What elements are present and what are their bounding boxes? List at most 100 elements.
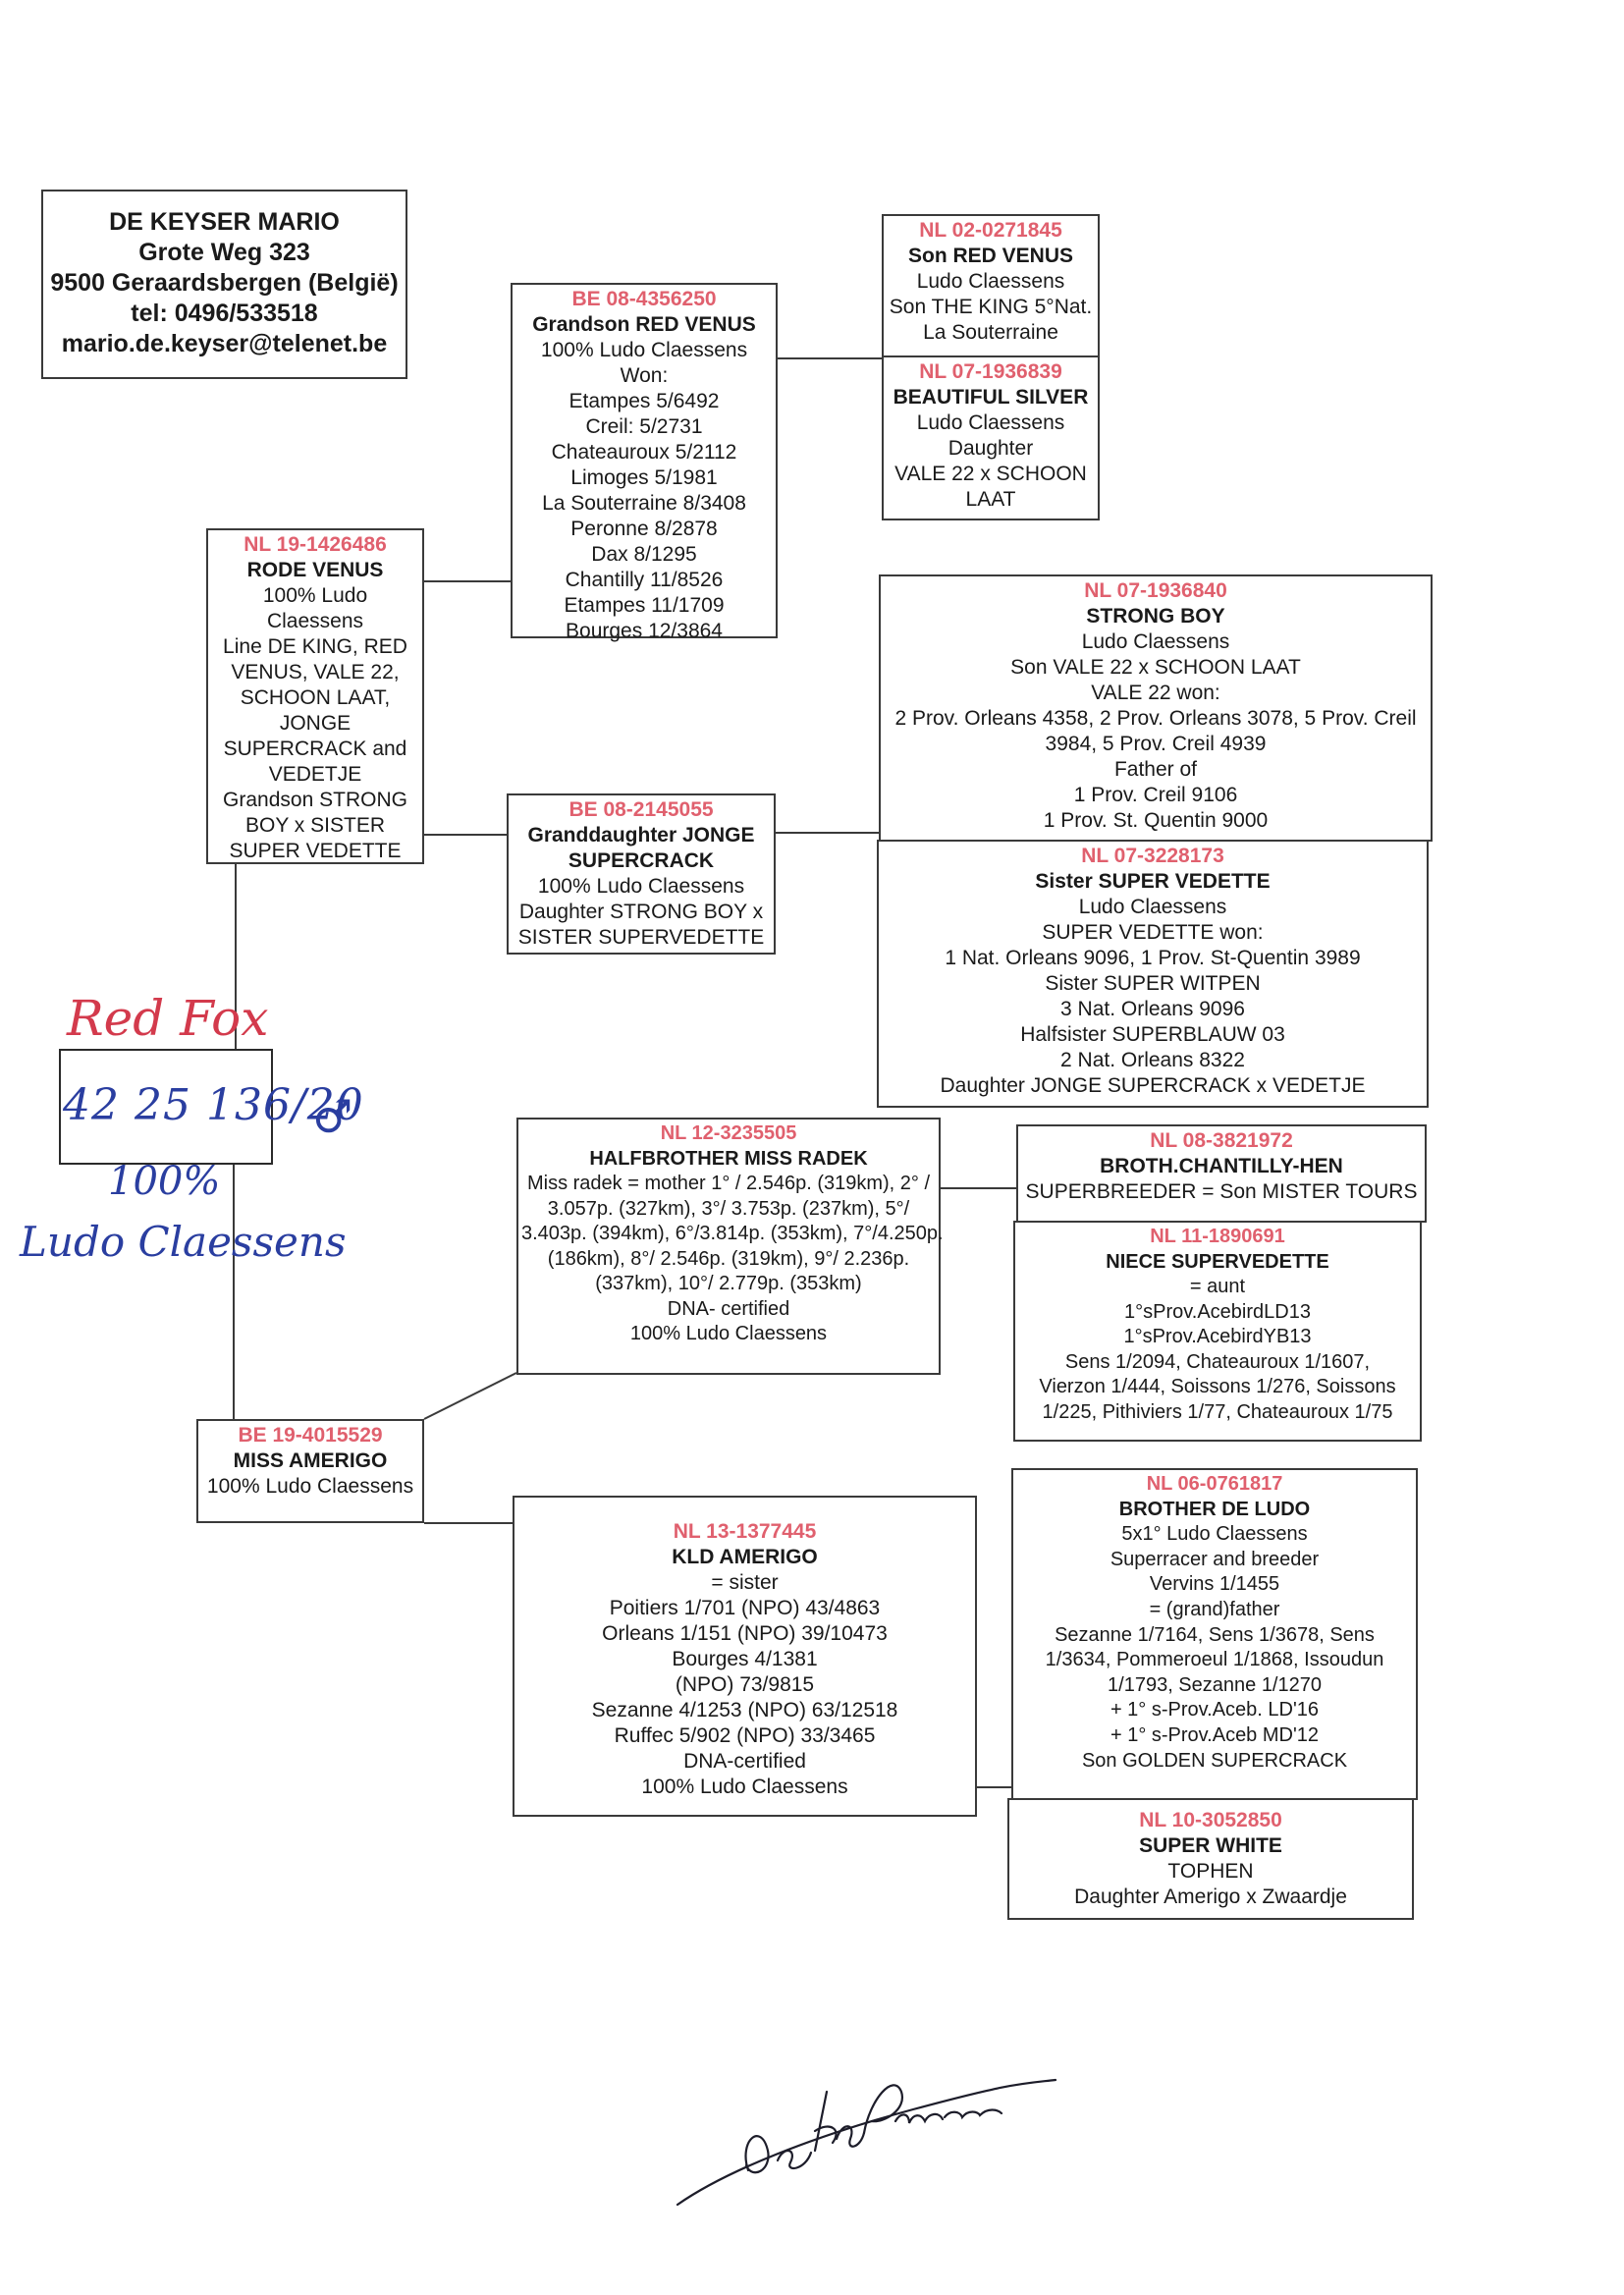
detail-line: Line DE KING, RED [223, 635, 407, 658]
detail-line: Etampes 5/6492 [568, 390, 720, 412]
detail-line: 100% Ludo Claessens [206, 1475, 414, 1498]
pedigree-card-dam-dam-sire: NL 06-0761817 BROTHER DE LUDO 5x1° Ludo … [1011, 1468, 1418, 1800]
ring-number: NL 19-1426486 [244, 533, 387, 556]
bird-name: NIECE SUPERVEDETTE [1106, 1250, 1329, 1273]
detail-line: 1/3634, Pommeroeul 1/1868, Issoudun [1045, 1649, 1384, 1671]
detail-line: SCHOON LAAT, [240, 686, 391, 709]
detail-line: (337km), 10°/ 2.779p. (353km) [595, 1273, 862, 1294]
detail-line: Creil: 5/2731 [585, 415, 703, 438]
detail-line: Won: [620, 364, 669, 387]
detail-line: Son GOLDEN SUPERCRACK [1081, 1749, 1348, 1772]
ring-number: BE 08-4356250 [571, 288, 717, 310]
pedigree-card-sire-dam-sire: NL 07-1936840 STRONG BOY Ludo Claessens … [879, 574, 1433, 842]
handwritten-male-symbol: ♂ [312, 1090, 353, 1143]
ring-number: BE 08-2145055 [568, 798, 714, 821]
detail-line: 100% Ludo Claessens [641, 1776, 848, 1798]
detail-line: SUPERBREEDER = Son MISTER TOURS [1025, 1180, 1418, 1203]
detail-line: Chantilly 11/8526 [565, 569, 724, 591]
pedigree-card-dam-sire-sire: NL 08-3821972 BROTH.CHANTILLY-HEN SUPERB… [1016, 1124, 1427, 1223]
owner-street: Grote Weg 323 [138, 239, 310, 266]
handwritten-signature [676, 2078, 1057, 2207]
detail-line: SUPERCRACK and [223, 738, 407, 760]
detail-line: Son THE KING 5°Nat. [889, 296, 1093, 318]
detail-line: 100% Ludo Claessens [629, 1323, 828, 1344]
pedigree-card-sire-sire-dam: NL 07-1936839 BEAUTIFUL SILVER Ludo Clae… [882, 355, 1100, 520]
bird-name: Granddaughter JONGE SUPERCRACK [527, 824, 755, 872]
ring-number: NL 13-1377445 [673, 1520, 817, 1543]
detail-line: Ludo Claessens [1078, 896, 1227, 918]
owner-phone: tel: 0496/533518 [131, 300, 318, 327]
detail-line: 1°sProv.AcebirdYB13 [1123, 1326, 1312, 1347]
detail-line: Superracer and breeder [1110, 1548, 1320, 1570]
detail-line: Son VALE 22 x SCHOON LAAT [1010, 656, 1301, 679]
detail-line: Claessens [266, 610, 364, 632]
ring-number: NL 06-0761817 [1146, 1473, 1283, 1495]
ring-number: NL 08-3821972 [1150, 1129, 1293, 1152]
detail-line: + 1° s-Prov.Aceb. LD'16 [1110, 1699, 1320, 1721]
detail-line: Vierzon 1/444, Soissons 1/276, Soissons [1039, 1376, 1396, 1397]
bird-name: MISS AMERIGO [233, 1449, 388, 1472]
detail-line: La Souterraine 8/3408 [542, 492, 746, 515]
owner-city: 9500 Geraardsbergen (België) [50, 269, 399, 297]
detail-line: Halfsister SUPERBLAUW 03 [1020, 1023, 1285, 1046]
detail-line: Dax 8/1295 [591, 543, 697, 566]
pedigree-card-dam-sire: NL 12-3235505 HALFBROTHER MISS RADEK Mis… [516, 1118, 944, 1375]
bird-name: KLD AMERIGO [672, 1546, 818, 1568]
ring-number: NL 10-3052850 [1139, 1809, 1282, 1831]
bird-name: RODE VENUS [246, 559, 384, 581]
detail-line: Etampes 11/1709 [564, 594, 725, 617]
detail-line: + 1° s-Prov.Aceb MD'12 [1110, 1723, 1320, 1746]
detail-line: DNA- certified [667, 1297, 790, 1320]
detail-line: DNA-certified [683, 1750, 806, 1773]
owner-name: DE KEYSER MARIO [109, 208, 340, 236]
detail-line: Ruffec 5/902 (NPO) 33/3465 [614, 1724, 876, 1747]
detail-line: Chateauroux 5/2112 [551, 441, 737, 464]
handwritten-percent: 100% [108, 1159, 221, 1204]
detail-line: Sezanne 4/1253 (NPO) 63/12518 [591, 1699, 898, 1721]
ring-number: BE 19-4015529 [238, 1424, 383, 1447]
detail-line: SUPER VEDETTE [229, 840, 402, 862]
detail-line: Peronne 8/2878 [570, 518, 718, 540]
detail-line: 3.403p. (394km), 6°/3.814p. (353km), 7°/… [521, 1223, 944, 1244]
ring-number: NL 11-1890691 [1150, 1226, 1285, 1247]
detail-line: 2 Nat. Orleans 8322 [1060, 1049, 1245, 1071]
detail-line: Ludo Claessens [916, 270, 1065, 293]
detail-line: 1 Nat. Orleans 9096, 1 Prov. St-Quentin … [945, 947, 1361, 969]
pedigree-card-dam-sire-dam: NL 11-1890691 NIECE SUPERVEDETTE = aunt … [1013, 1221, 1422, 1442]
detail-line: Father of [1113, 758, 1198, 781]
detail-line: TOPHEN [1167, 1860, 1254, 1883]
ring-number: NL 02-0271845 [919, 219, 1062, 242]
detail-line: 5x1° Ludo Claessens [1121, 1523, 1308, 1546]
detail-line: = (grand)father [1149, 1598, 1280, 1620]
pedigree-card-dam-dam: NL 13-1377445 KLD AMERIGO = sister Poiti… [513, 1496, 977, 1817]
detail-line: Daughter STRONG BOY x [518, 901, 764, 923]
detail-line: Limoges 5/1981 [570, 466, 718, 489]
detail-line: Miss radek = mother 1° / 2.546p. (319km)… [526, 1173, 931, 1194]
handwritten-nickname: Red Fox [67, 990, 269, 1047]
detail-line: Vervins 1/1455 [1149, 1573, 1280, 1596]
handwritten-ring-number: 42 25 136/20 [63, 1080, 364, 1130]
detail-line: Orleans 1/151 (NPO) 39/10473 [602, 1622, 888, 1645]
bird-name: Grandson RED VENUS [532, 313, 756, 336]
detail-line: (NPO) 73/9815 [675, 1673, 815, 1696]
owner-info-box: DE KEYSER MARIO Grote Weg 323 9500 Geraa… [41, 190, 407, 379]
detail-line: 100% Ludo [262, 584, 368, 607]
detail-line: La Souterraine [923, 321, 1058, 344]
detail-line: 3 Nat. Orleans 9096 [1060, 998, 1245, 1020]
detail-line: (186km), 8°/ 2.546p. (319km), 9°/ 2.236p… [547, 1247, 910, 1270]
detail-line: Grandson STRONG [223, 789, 407, 811]
detail-line: SUPER VEDETTE won: [1042, 921, 1264, 944]
pedigree-card-dam: BE 19-4015529 MISS AMERIGO 100% Ludo Cla… [196, 1419, 424, 1523]
ring-number: NL 07-1936839 [919, 360, 1062, 383]
bird-name: BROTH.CHANTILLY-HEN [1100, 1155, 1343, 1177]
detail-line: 100% Ludo Claessens [540, 339, 748, 361]
ring-number: NL 07-1936840 [1084, 579, 1227, 602]
detail-line: Sister SUPER WITPEN [1045, 972, 1261, 995]
detail-line: VEDETJE [268, 763, 362, 786]
ring-number: NL 07-3228173 [1081, 845, 1224, 867]
bird-name: HALFBROTHER MISS RADEK [589, 1147, 868, 1170]
detail-line: 1/1793, Sezanne 1/1270 [1108, 1673, 1322, 1696]
detail-line: 1°sProv.AcebirdLD13 [1124, 1300, 1311, 1323]
handwritten-breeder: Ludo Claessens [20, 1218, 347, 1266]
